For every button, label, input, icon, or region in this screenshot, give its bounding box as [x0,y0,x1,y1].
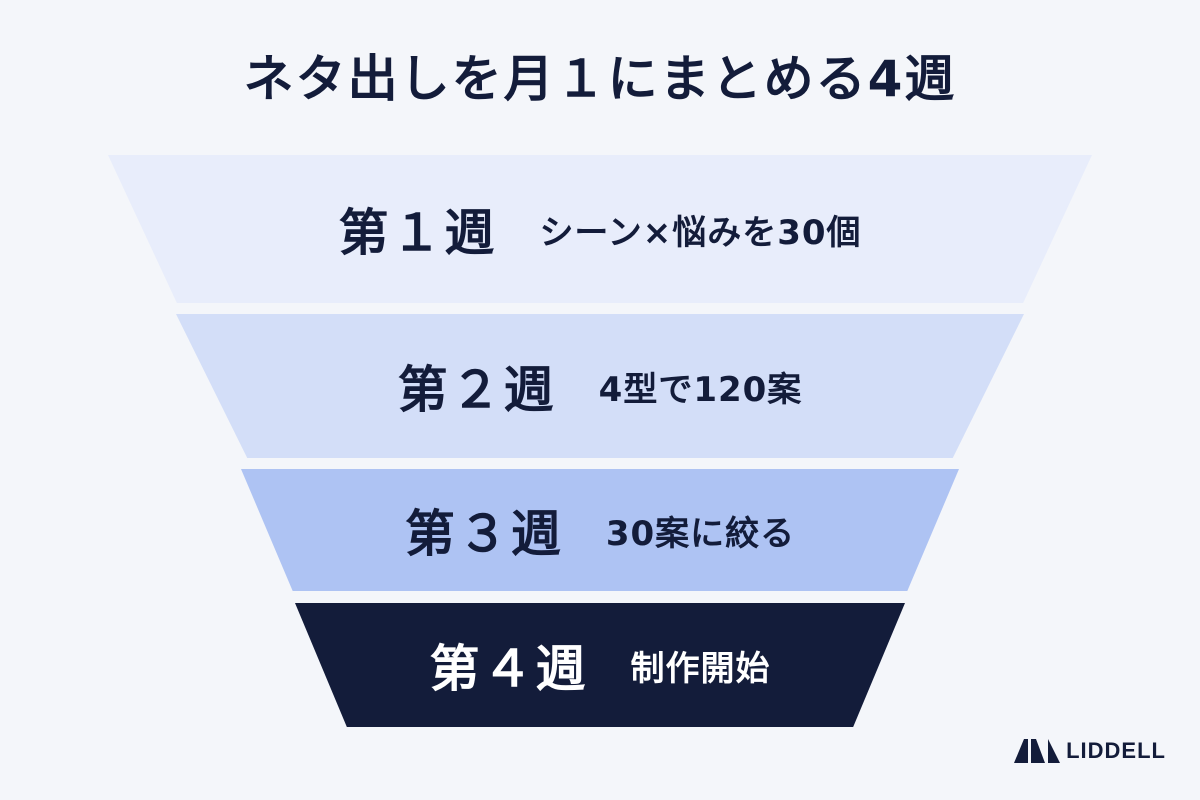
liddell-logo-icon [1014,739,1061,763]
funnel-level-week-2: 第２週 4型で120案 [176,314,1024,458]
week-label: 第１週 [338,204,498,262]
week-description: 30案に絞る [605,513,796,554]
week-description: 4型で120案 [598,369,803,410]
week-description: シーン×悩みを30個 [539,212,862,253]
brand-name: LIDDELL [1066,738,1166,763]
week-label: 第４週 [429,640,589,698]
funnel-level-week-1: 第１週 シーン×悩みを30個 [108,155,1092,303]
week-label: 第２週 [397,361,557,419]
week-description: 制作開始 [630,648,771,689]
brand-logo: LIDDELL [1014,738,1166,764]
week-label: 第３週 [404,505,564,563]
funnel-level-week-4: 第４週 制作開始 [295,603,905,727]
funnel-level-week-3: 第３週 30案に絞る [241,469,959,591]
page-title: ネタ出しを月１にまとめる4週 [243,50,957,108]
